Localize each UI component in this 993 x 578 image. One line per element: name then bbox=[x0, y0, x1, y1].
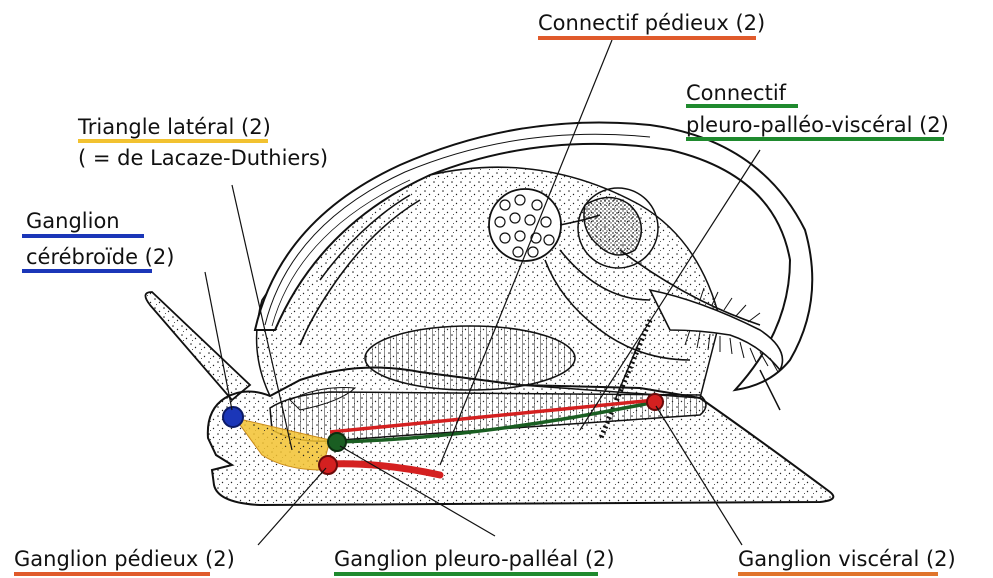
label-ganglion-cerebroide-1: Ganglion bbox=[26, 208, 120, 234]
underline-connectif-pedieux bbox=[538, 36, 756, 40]
leader-cerebroide bbox=[205, 272, 232, 410]
gland bbox=[365, 326, 575, 390]
label-connectif-pedieux: Connectif pédieux (2) bbox=[538, 10, 765, 36]
pedal-ganglion bbox=[319, 456, 337, 474]
label-ganglion-pedieux: Ganglion pédieux (2) bbox=[14, 546, 235, 572]
label-lacaze-duthiers: ( = de Lacaze-Duthiers) bbox=[78, 145, 328, 171]
underline-cerebroide-2 bbox=[22, 269, 152, 273]
cerebral-ganglion bbox=[223, 407, 243, 427]
underline-visceral bbox=[738, 572, 938, 576]
underline-connectif-ppv-1 bbox=[686, 104, 798, 108]
underline-connectif-ppv-2 bbox=[686, 137, 944, 141]
underline-triangle bbox=[78, 139, 268, 143]
label-connectif-ppv-line2: pleuro-palléo-viscéral (2) bbox=[686, 112, 949, 138]
label-connectif-ppv-line1: Connectif bbox=[686, 80, 786, 106]
tentacle bbox=[145, 292, 250, 400]
visceral-ganglion bbox=[647, 394, 663, 410]
underline-pedieux bbox=[14, 572, 210, 576]
underline-pleuro-palleal bbox=[334, 572, 598, 576]
label-ganglion-cerebroide-2: cérébroïde (2) bbox=[26, 244, 174, 270]
label-ganglion-visceral: Ganglion viscéral (2) bbox=[738, 546, 956, 572]
label-ganglion-pleuro-palleal: Ganglion pleuro-palléal (2) bbox=[334, 546, 615, 572]
underline-cerebroide-1 bbox=[22, 234, 144, 238]
label-triangle-lateral: Triangle latéral (2) bbox=[78, 114, 271, 140]
